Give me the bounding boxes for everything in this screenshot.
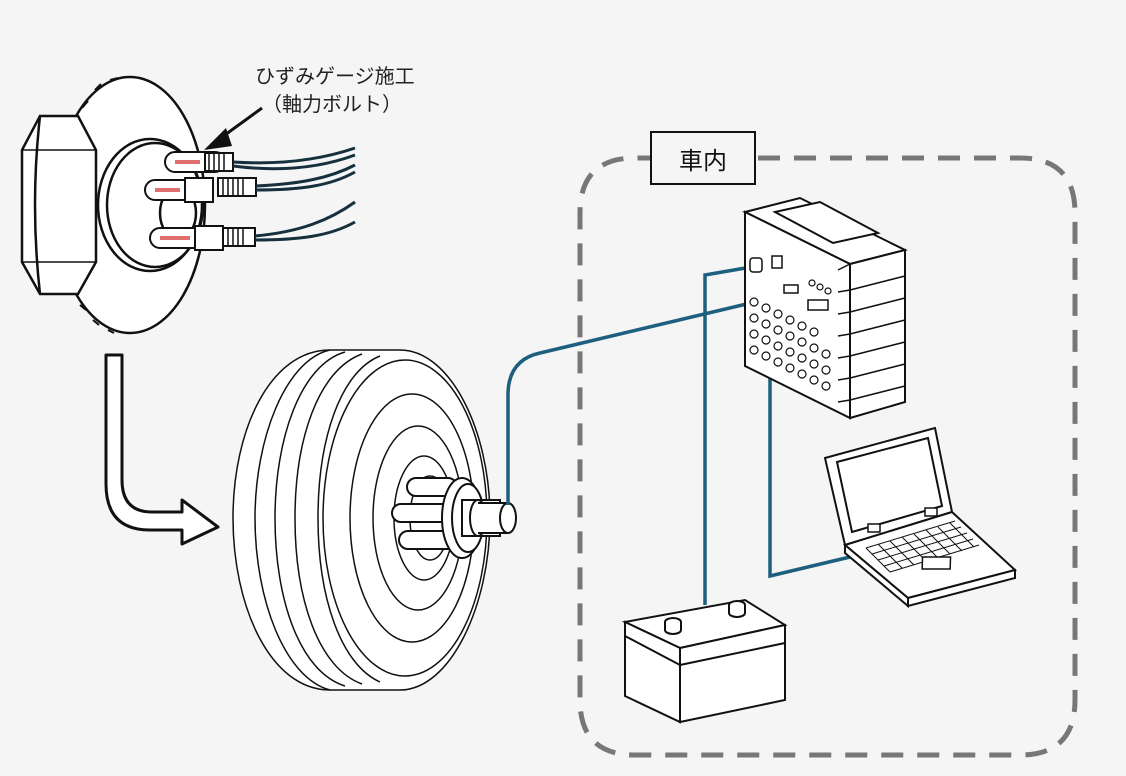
laptop-icon <box>823 426 1018 609</box>
gauge-wires <box>232 146 356 242</box>
arrow-icon <box>104 353 220 546</box>
wheel-hub-icon <box>391 477 517 559</box>
interior-boundary <box>577 155 1078 758</box>
strain-gauge-bolt-icon <box>144 151 257 251</box>
battery-icon <box>621 598 788 724</box>
interior-label: 車内 <box>679 146 727 175</box>
interior-label-box: 車内 <box>650 131 756 185</box>
hub-flange-icon <box>20 75 207 335</box>
annotation-label-line1: ひずみゲージ施工 <box>255 64 415 88</box>
data-logger-icon <box>742 196 908 420</box>
tire-icon <box>232 349 491 691</box>
annotation-arrow-icon <box>204 106 263 150</box>
annotation-label-line2: （軸力ボルト） <box>262 92 402 116</box>
